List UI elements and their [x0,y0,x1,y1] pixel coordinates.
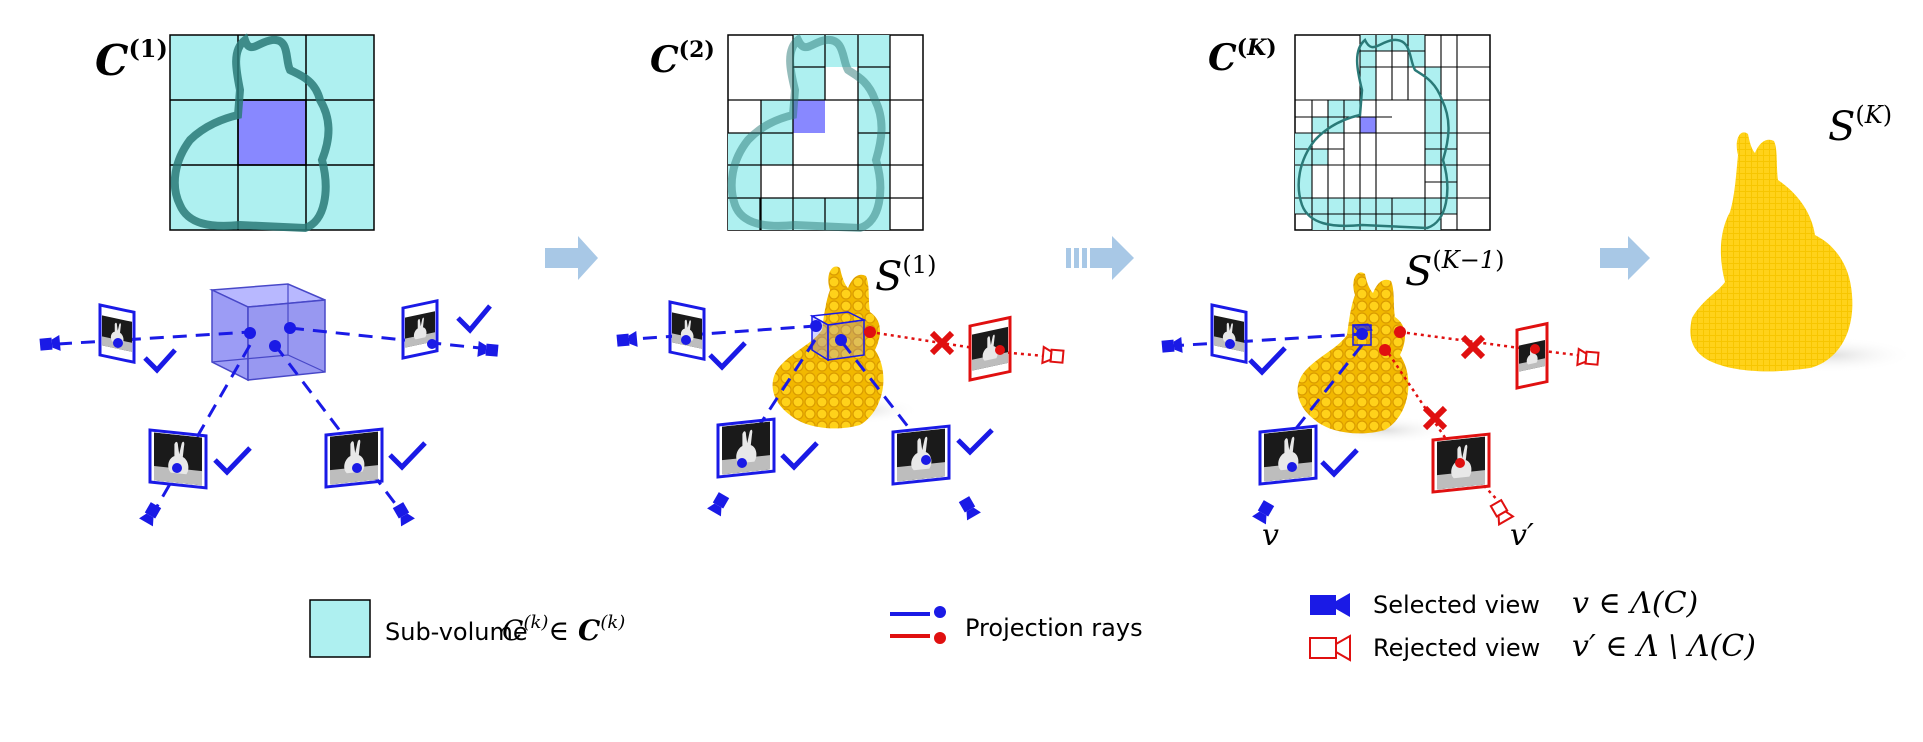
arrow-icon [1066,236,1134,280]
stage2-grid [727,33,924,233]
camera-icon [1161,336,1183,353]
selected-view-math: v ∈ Λ(C) [1572,586,1698,621]
camera-icon [139,502,162,527]
subvolume-math: C(k)∈ C(k) [502,612,625,647]
camera-icon [616,330,638,347]
check-icon [956,428,994,456]
camera-icon [707,492,730,517]
arrow-icon [545,236,598,280]
rejected-view-label: v′ [1510,518,1534,553]
camera-icon [1041,345,1065,365]
subvolume-label: Sub-volume [385,618,528,646]
check-icon [213,446,252,476]
camera-icon [1489,498,1515,527]
check-icon [1320,448,1359,478]
selected-camera-icon [1310,593,1350,617]
camera-icon [39,334,61,351]
set-symbol-K: C(K) [1208,35,1277,79]
final-shape-symbol: S(K) [1828,101,1892,150]
rejected-camera-icon [1309,634,1351,662]
check-icon [1248,346,1287,376]
stage1-grid [169,33,375,233]
camera-icon [1252,500,1275,525]
camera-icon [477,340,499,357]
shape-symbol-K1: S(K−1) [1405,246,1504,295]
subvolume-swatch [309,599,371,658]
stageK-grid [1294,34,1491,231]
rejected-view-math: v′ ∈ Λ \ Λ(C) [1572,629,1756,664]
check-icon [388,441,427,471]
camera-icon [392,502,415,527]
reject-icon [929,330,955,356]
selected-view-text: Selected view [1373,591,1540,619]
rejected-view-text: Rejected view [1373,634,1540,662]
camera-icon [1576,347,1600,367]
shape-symbol-2: S(1) [875,251,936,300]
arrow-icon [1600,236,1650,280]
check-icon [708,341,747,371]
stage1-views [39,283,499,527]
set-symbol-1: C(1) [95,34,168,85]
reject-icon [1460,334,1486,360]
legend: Sub-volume C(k)∈ C(k) Projection rays Se… [309,586,1756,664]
stage2-views [616,266,1065,521]
bunny-outline [170,33,333,233]
final-shape: S(K) [1690,101,1915,373]
partial-bunny [1297,272,1409,434]
stageK-views: v v′ [1161,272,1600,553]
set-symbol-2: C(2) [650,37,715,81]
rays-label: Projection rays [965,614,1143,642]
check-icon [456,304,492,334]
camera-icon [958,496,981,521]
reject-icon [1422,405,1448,431]
final-bunny [1690,132,1853,372]
check-icon [780,441,819,471]
selected-view-label: v [1262,518,1279,553]
check-icon [143,348,177,374]
